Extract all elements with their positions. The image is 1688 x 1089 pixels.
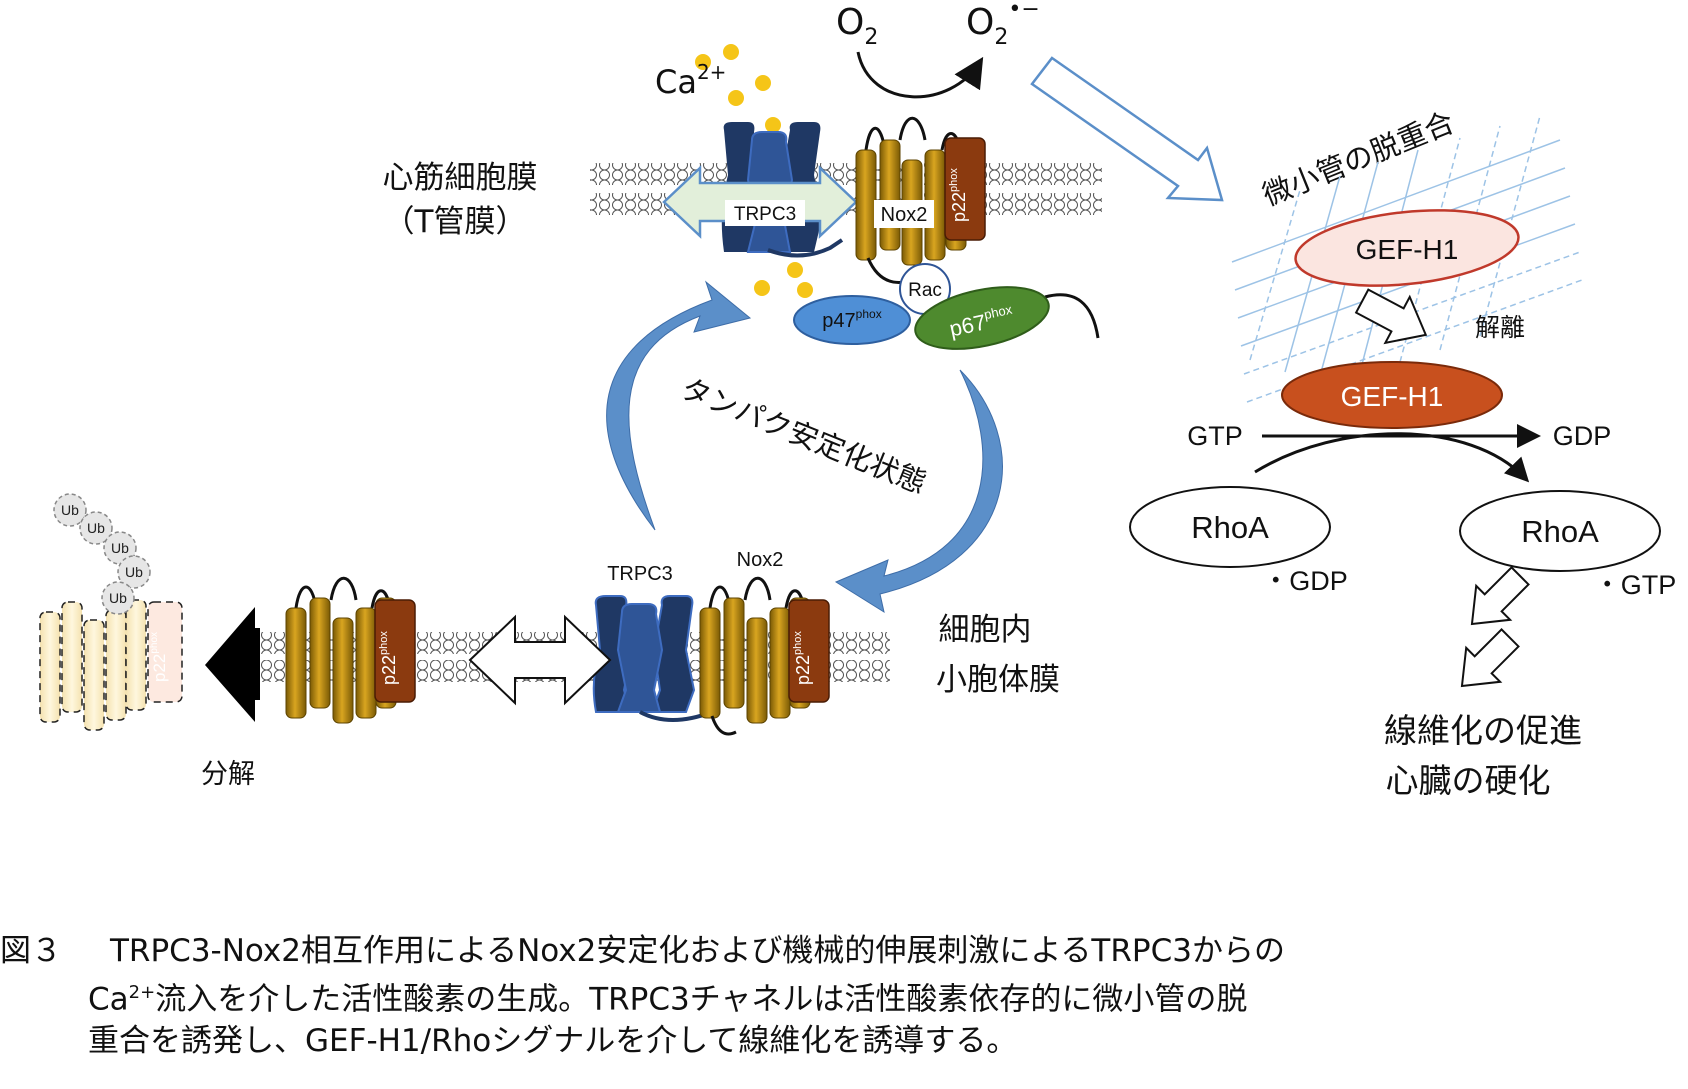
oxygen-conversion-arrow	[856, 51, 984, 99]
outcome-stiffness: 心臓の硬化	[1386, 761, 1551, 800]
gef-h1-active	[1281, 361, 1503, 429]
p22phox-bottom-label: p22phox	[792, 631, 813, 685]
dissociation-label: 解離	[1475, 313, 1525, 342]
rhoa-gdp	[1129, 486, 1331, 568]
rhoa-gtp-label: RhoA	[1521, 514, 1599, 549]
rac-label: Rac	[908, 280, 942, 301]
ub-label-5: Ub	[109, 590, 127, 606]
rhoa-downstream-arrow-2	[1460, 628, 1520, 688]
trpc3-bottom-label: TRPC3	[607, 563, 673, 585]
stabilization-cycle-arrow-down	[834, 369, 1003, 614]
trpc3-top-label: TRPC3	[734, 204, 796, 225]
ub-label-1: Ub	[61, 502, 79, 518]
caption-line-3: 重合を誘発し、GEF-H1/Rhoシグナルを介して線維化を誘導する。	[0, 1020, 1688, 1062]
p22phox-degraded-label: p22phox	[149, 632, 169, 682]
rhoa-gtp-suffix: ・GTP	[1594, 570, 1677, 600]
caption-ca: Ca	[88, 981, 129, 1018]
p22phox-unbound: p22phox	[374, 599, 416, 703]
nox2-bottom-label: Nox2	[737, 549, 784, 571]
membrane-top-label-2: （T管膜）	[384, 204, 527, 240]
caption-line-1: 図３ TRPC3-Nox2相互作用によるNox2安定化および機械的伸展刺激によるT…	[0, 930, 1688, 972]
membrane-bottom-label-1: 細胞内	[939, 612, 1032, 648]
p67phox-protein	[914, 286, 1050, 350]
membrane-top-label-1: 心筋細胞膜	[383, 160, 538, 196]
gtp-label: GTP	[1187, 421, 1243, 451]
p47phox-label: p47phox	[822, 307, 881, 332]
degradation-label: 分解	[201, 759, 255, 790]
degraded-nox2	[39, 599, 183, 731]
dissociation-arrow	[1354, 288, 1428, 345]
p22phox-bottom: p22phox	[788, 599, 830, 703]
superoxide-label: O2•−	[966, 0, 1040, 50]
stabilization-cycle-arrow-up	[606, 280, 752, 531]
rhoa-gdp-label: RhoA	[1191, 510, 1269, 545]
stable-state-label: タンパク安定化状態	[676, 371, 931, 500]
ubiquitin-chain	[53, 493, 151, 615]
rhoa-activation-arrow	[1254, 432, 1530, 483]
p22phox-unbound-label: p22phox	[378, 631, 399, 685]
nox2-tail-top	[866, 257, 906, 284]
p47phox-protein	[793, 295, 911, 345]
gdp-label: GDP	[1553, 421, 1612, 451]
membrane-bottom-label-2: 小胞体膜	[936, 662, 1060, 698]
p67-tail	[1044, 293, 1100, 339]
ub-label-2: Ub	[87, 520, 105, 536]
gef-h1-bound	[1294, 209, 1520, 287]
outcome-fibrosis: 線維化の促進	[1384, 711, 1582, 750]
caption-ca-sup: 2+	[128, 982, 156, 1003]
gef-h1-bound-label: GEF-H1	[1356, 234, 1459, 265]
caption-line-2-text: 流入を介した活性酸素の生成。TRPC3チャネルは活性酸素依存的に微小管の脱	[155, 981, 1248, 1018]
microtubule-depolymerization-label: 微小管の脱重合	[1258, 105, 1459, 213]
equilibrium-double-arrow	[468, 614, 612, 706]
oxygen-label: O2	[836, 2, 878, 50]
caption-line-3-text: 重合を誘発し、GEF-H1/Rhoシグナルを介して線維化を誘導する。	[88, 1023, 1018, 1060]
rhoa-gdp-suffix: ・GDP	[1262, 566, 1348, 596]
ub-label-4: Ub	[125, 564, 143, 580]
trpc3-top-label-bg	[725, 200, 805, 226]
caption-line-1-text: TRPC3-Nox2相互作用によるNox2安定化および機械的伸展刺激によるTRP…	[110, 933, 1285, 969]
rhoa-gtp	[1459, 490, 1661, 572]
diagram-svg: 心筋細胞膜 （T管膜） Ca2+ O2 O2•− TRPC3 Nox2	[39, 0, 1677, 800]
ros-to-microtubule-arrow	[1030, 56, 1224, 202]
ub-label-3: Ub	[111, 540, 129, 556]
p22phox-top-label: p22phox	[948, 168, 969, 222]
rhoa-downstream-arrow-1	[1470, 566, 1530, 626]
nox2-top-label: Nox2	[881, 204, 928, 226]
caption-line-2: Ca2+流入を介した活性酸素の生成。TRPC3チャネルは活性酸素依存的に微小管の…	[0, 972, 1688, 1020]
gef-h1-active-label: GEF-H1	[1341, 381, 1444, 412]
figure-label: 図３	[0, 933, 62, 969]
p22phox-top: p22phox	[944, 137, 986, 241]
trpc3-channel-bottom	[592, 595, 713, 722]
figure-caption: 図３ TRPC3-Nox2相互作用によるNox2安定化および機械的伸展刺激によるT…	[0, 930, 1688, 1062]
calcium-label: Ca2+	[655, 60, 726, 101]
degradation-arrow	[205, 607, 260, 722]
